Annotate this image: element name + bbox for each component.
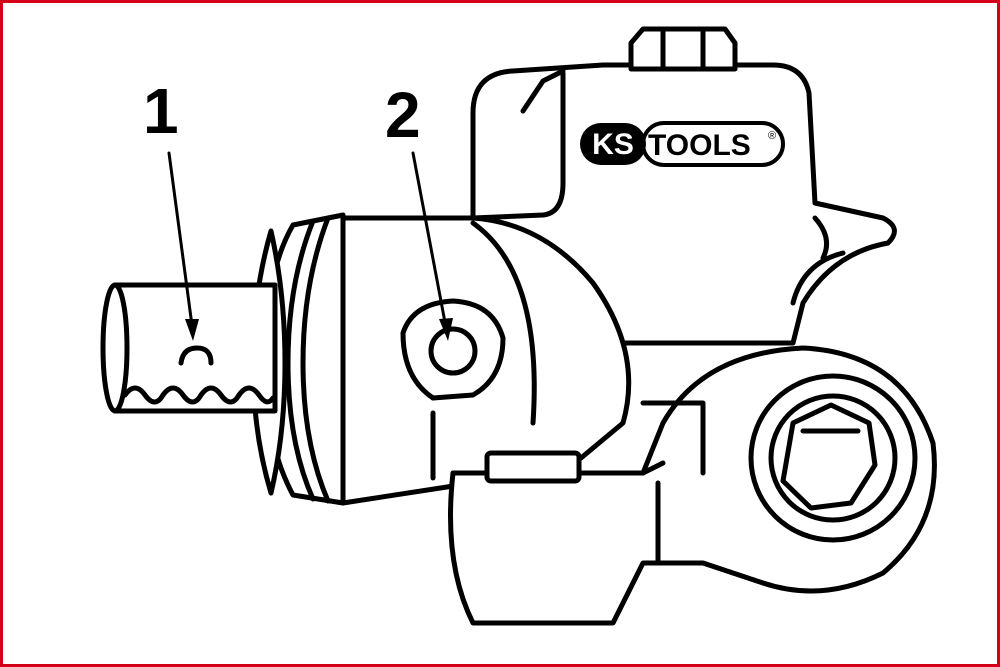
leader-line-2 bbox=[411, 151, 453, 341]
locking-pin-boss bbox=[400, 298, 506, 401]
clamp-bolt bbox=[748, 373, 918, 543]
ks-tools-logo: KS TOOLS ® bbox=[580, 121, 785, 167]
arm-top-nut bbox=[484, 450, 582, 484]
drive-shaft bbox=[100, 282, 278, 414]
logo-ks-badge bbox=[580, 123, 646, 165]
leader-line-1 bbox=[167, 151, 199, 341]
tool-line-drawing: KS TOOLS ® bbox=[100, 26, 937, 626]
top-hex-nut bbox=[628, 26, 738, 72]
logo-ks-text: KS bbox=[592, 128, 634, 161]
callout-number-1: 1 bbox=[143, 75, 179, 147]
logo-tools-outline bbox=[641, 121, 785, 167]
callout-number-2: 2 bbox=[385, 79, 421, 151]
logo-tools-text: TOOLS bbox=[648, 129, 751, 162]
logo-registered-mark: ® bbox=[768, 130, 776, 142]
